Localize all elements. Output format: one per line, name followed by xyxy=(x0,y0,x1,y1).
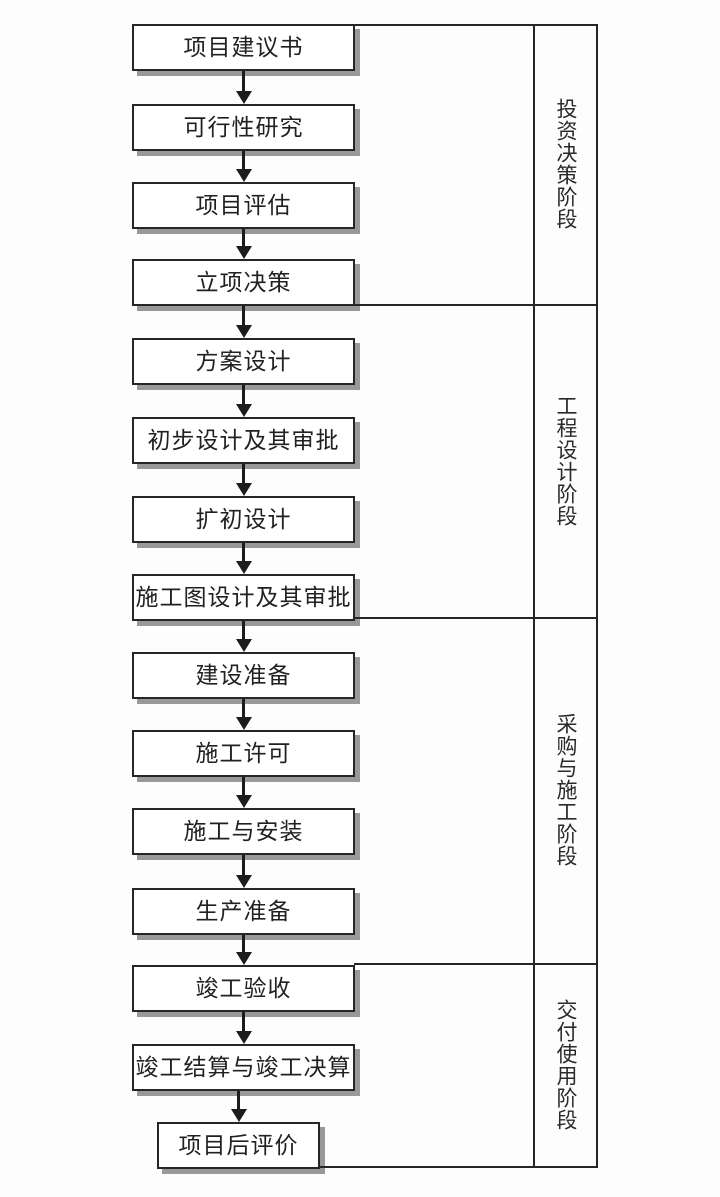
flow-step-6: 初步设计及其审批 xyxy=(132,417,355,464)
phase-divider-top xyxy=(354,24,598,26)
arrow-down-icon xyxy=(235,229,252,259)
flow-step-3: 项目评估 xyxy=(132,182,355,229)
phase-divider-bottom xyxy=(318,1166,598,1168)
arrow-down-icon xyxy=(235,855,252,888)
flow-step-label: 项目建议书 xyxy=(183,35,304,60)
flow-step-8: 施工图设计及其审批 xyxy=(132,574,355,621)
arrow-down-icon xyxy=(235,385,252,417)
flow-step-label: 扩初设计 xyxy=(195,507,292,532)
arrow-down-icon xyxy=(235,935,252,965)
arrow-down-icon xyxy=(235,543,252,574)
phase-label-investment-decision: 投资决策阶段 xyxy=(554,98,578,230)
phase-label-procurement-construction: 采购与施工阶段 xyxy=(554,713,578,867)
phase-column-left-line xyxy=(533,24,535,1168)
flow-step-2: 可行性研究 xyxy=(132,104,355,151)
phase-divider-2 xyxy=(354,617,598,619)
phase-label-engineering-design: 工程设计阶段 xyxy=(554,394,578,527)
arrow-down-icon xyxy=(235,71,252,104)
flow-step-label: 方案设计 xyxy=(195,349,292,374)
phase-divider-3 xyxy=(354,963,598,965)
flow-step-5: 方案设计 xyxy=(132,338,355,385)
arrow-down-icon xyxy=(235,621,252,652)
flow-step-14: 竣工结算与竣工决算 xyxy=(132,1044,355,1091)
phase-label-delivery-use: 交付使用阶段 xyxy=(554,998,578,1131)
flow-step-4: 立项决策 xyxy=(132,259,355,306)
flow-step-label: 项目后评价 xyxy=(178,1133,299,1158)
arrow-down-icon xyxy=(235,464,252,496)
flow-step-label: 可行性研究 xyxy=(183,115,304,140)
phase-column-right-line xyxy=(596,24,598,1168)
flow-step-label: 项目评估 xyxy=(195,193,292,218)
flow-step-15: 项目后评价 xyxy=(157,1122,320,1169)
flow-step-label: 建设准备 xyxy=(195,663,292,688)
arrow-down-icon xyxy=(235,777,252,808)
flow-step-label: 竣工验收 xyxy=(195,976,292,1001)
phase-divider-1 xyxy=(354,304,598,306)
flow-step-1: 项目建议书 xyxy=(132,24,355,71)
flow-step-label: 生产准备 xyxy=(195,899,292,924)
flow-step-label: 初步设计及其审批 xyxy=(147,428,340,453)
flow-step-9: 建设准备 xyxy=(132,652,355,699)
flow-step-12: 生产准备 xyxy=(132,888,355,935)
arrow-down-icon xyxy=(235,1012,252,1044)
arrow-down-icon xyxy=(235,306,252,338)
flow-step-label: 施工许可 xyxy=(195,741,292,766)
flow-step-label: 立项决策 xyxy=(195,270,292,295)
arrow-down-icon xyxy=(235,699,252,730)
flow-step-label: 竣工结算与竣工决算 xyxy=(135,1055,352,1080)
flow-step-10: 施工许可 xyxy=(132,730,355,777)
arrow-down-icon xyxy=(230,1091,247,1122)
flow-step-11: 施工与安装 xyxy=(132,808,355,855)
flow-step-7: 扩初设计 xyxy=(132,496,355,543)
arrow-down-icon xyxy=(235,151,252,182)
flow-step-13: 竣工验收 xyxy=(132,965,355,1012)
flow-step-label: 施工与安装 xyxy=(183,819,304,844)
flow-step-label: 施工图设计及其审批 xyxy=(135,585,352,610)
